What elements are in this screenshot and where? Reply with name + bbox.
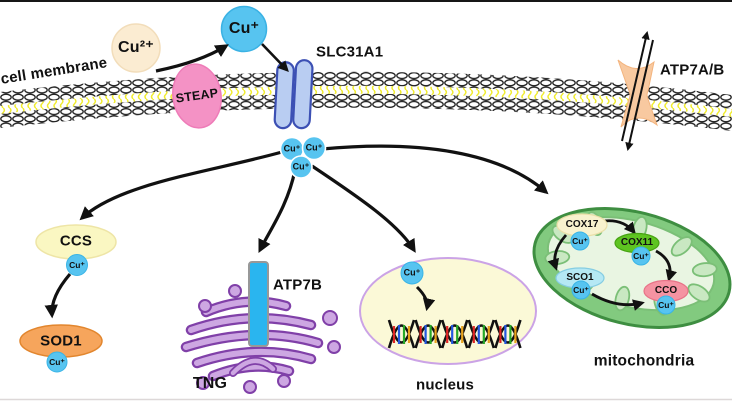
nucleus-label: nucleus bbox=[415, 376, 475, 394]
arrow-cu2-to-cu bbox=[155, 44, 229, 73]
ccs-label: CCS bbox=[59, 232, 93, 250]
cu-label-cox17: Cu⁺ bbox=[572, 235, 588, 246]
cu-ion-circle-cox11 bbox=[631, 246, 651, 266]
arrow-to-nucleus bbox=[311, 164, 416, 253]
mitochondria-label: mitochondria bbox=[593, 352, 695, 370]
cu-label-cco: Cu⁺ bbox=[658, 299, 674, 310]
arrow-to-mitochondria bbox=[321, 144, 549, 195]
golgi-graphic bbox=[180, 284, 341, 394]
cu-trio-label-1: Cu⁺ bbox=[283, 143, 301, 154]
arrow-to-ccs bbox=[79, 150, 283, 221]
sco1-label: SCO1 bbox=[566, 272, 594, 283]
cu-label-nucleus: Cu⁺ bbox=[403, 267, 421, 278]
cu-ion-circle-sod1 bbox=[46, 351, 68, 373]
cu-ion-label-top: Cu⁺ bbox=[228, 20, 260, 37]
cu-label-cox11: Cu⁺ bbox=[633, 250, 649, 261]
cu-label-sco1: Cu⁺ bbox=[573, 284, 589, 295]
cox11-label: COX11 bbox=[620, 237, 654, 248]
steap-shape bbox=[172, 63, 222, 129]
cu-ion-circle-cco bbox=[656, 295, 676, 315]
cco-label: CCO bbox=[654, 285, 678, 296]
cu-ion-circle-ccs bbox=[66, 254, 88, 276]
cu-ion-circle-top bbox=[220, 5, 268, 53]
tng-label: TNG bbox=[192, 375, 228, 392]
arrow-cox17-to-cox11 bbox=[603, 219, 636, 235]
cu-ion-circle-cox17 bbox=[570, 231, 590, 251]
arrow-cox11-to-cco bbox=[655, 249, 678, 282]
cox17-label: COX17 bbox=[565, 219, 599, 230]
mitochondria-graphic bbox=[532, 207, 732, 329]
atp7b-label: ATP7B bbox=[273, 276, 323, 294]
cu-ion-circle-nucleus bbox=[400, 261, 424, 285]
sod1-label: SOD1 bbox=[40, 332, 82, 350]
cu-label-sod1: Cu⁺ bbox=[49, 356, 65, 367]
slc31a1-label: SLC31A1 bbox=[316, 43, 384, 61]
arrow-to-atp7b bbox=[258, 169, 297, 254]
arrow-cox17-to-sco1 bbox=[547, 234, 568, 271]
slc31a1-channel-shape bbox=[273, 59, 314, 130]
cu-ion-circle-sco1 bbox=[571, 280, 591, 300]
cu-trio-label-2: Cu⁺ bbox=[305, 142, 323, 153]
cu2-ion-label: Cu²⁺ bbox=[118, 39, 154, 56]
arrow-cu-to-dna bbox=[415, 285, 436, 312]
atp7ab-transporter-shape bbox=[617, 30, 659, 152]
atp7b-pump-shape bbox=[248, 261, 269, 347]
cu-trio bbox=[279, 135, 327, 179]
arrow-ccs-to-sod1 bbox=[44, 272, 72, 319]
atp7ab-label: ATP7A/B bbox=[660, 61, 725, 79]
arrow-cu-to-slc31a1 bbox=[261, 43, 289, 72]
arrow-sco1-to-cco bbox=[591, 292, 645, 311]
cu-trio-label-3: Cu⁺ bbox=[292, 161, 310, 172]
cu-label-ccs: Cu⁺ bbox=[69, 259, 85, 270]
cu2-ion-circle bbox=[111, 23, 161, 73]
nucleus-shape bbox=[359, 257, 537, 365]
atp7ab-transport-arrows bbox=[621, 30, 654, 152]
